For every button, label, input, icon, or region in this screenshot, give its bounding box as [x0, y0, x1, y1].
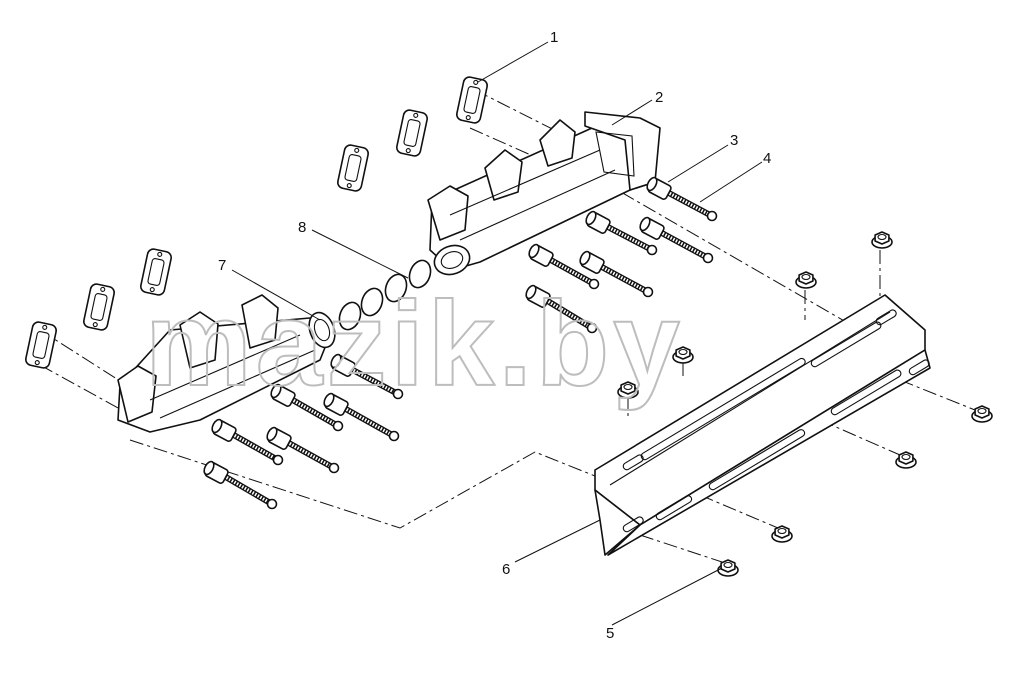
flange-screw-set	[617, 231, 993, 577]
flange-screw	[795, 271, 817, 289]
flange-screw	[617, 381, 639, 399]
callout-1: 1	[550, 29, 558, 46]
spacer-bolt-pair	[270, 383, 344, 432]
bolt	[230, 431, 284, 466]
gasket	[25, 321, 57, 369]
sealing-ring	[408, 259, 432, 289]
bolt	[342, 405, 400, 442]
callout-labels: 1 2 3 4 5 6 7 8	[218, 29, 771, 642]
gasket	[140, 248, 172, 296]
gasket	[456, 76, 488, 124]
bolt	[547, 256, 600, 290]
spacer-bolt-pair	[203, 460, 278, 510]
gasket	[337, 144, 369, 192]
flange-screw	[672, 346, 694, 364]
callout-3: 3	[730, 132, 738, 149]
spacer-sleeve	[266, 426, 292, 450]
spacer-bolt-pair	[639, 216, 714, 264]
sealing-rings	[338, 259, 432, 331]
callout-5: 5	[606, 625, 614, 642]
spacer-bolt-pair	[585, 210, 658, 256]
bolt	[598, 263, 654, 298]
bolt	[222, 473, 278, 510]
bolt	[544, 297, 598, 334]
rear-exhaust-manifold	[427, 111, 661, 276]
callout-8: 8	[298, 219, 306, 236]
spacer-sleeve	[330, 353, 356, 377]
spacer-bolt-pair	[525, 284, 598, 334]
bolt	[604, 223, 658, 256]
callout-2: 2	[655, 89, 663, 106]
flange-screw	[871, 231, 893, 249]
spacer-bolt-pair	[579, 250, 654, 298]
spacer-sleeve	[211, 418, 237, 442]
bolt	[665, 189, 718, 222]
sealing-ring	[360, 287, 384, 317]
callout-leaders	[231, 41, 763, 626]
spacer-sleeve	[525, 284, 551, 308]
spacer-bolt-pair	[323, 392, 400, 442]
gasket-group-front	[25, 248, 172, 369]
spacer-bolt-pair	[266, 426, 340, 474]
spacer-sleeve	[323, 392, 349, 416]
spacer-sleeve	[203, 460, 229, 484]
bracket-slots	[622, 309, 930, 533]
gasket	[83, 283, 115, 331]
flange-screw	[971, 405, 993, 423]
spacer-sleeve	[528, 243, 554, 267]
bolt	[658, 229, 714, 264]
gasket-group-rear	[337, 76, 488, 192]
bolt	[349, 366, 404, 400]
flange-screw	[771, 525, 793, 543]
spacer-bolt-pair	[330, 353, 404, 400]
gasket	[396, 109, 428, 157]
bolt	[289, 396, 344, 432]
spacer-bolt-pair	[646, 176, 718, 222]
watermark-text: mazik.by	[145, 277, 684, 411]
spacer-sleeve	[270, 383, 296, 407]
spacer-sleeve	[639, 216, 665, 240]
spacer-bolt-pair	[211, 418, 284, 466]
callout-7: 7	[218, 257, 226, 274]
sealing-ring	[338, 301, 362, 331]
callout-6: 6	[502, 561, 510, 578]
spacer-sleeve	[585, 210, 611, 234]
callout-4: 4	[763, 150, 771, 167]
heat-shield-bracket	[594, 294, 931, 556]
bolt	[285, 439, 340, 474]
spacer-bolt-pair	[528, 243, 600, 290]
flange-screw	[895, 451, 917, 469]
spacer-sleeve	[646, 176, 672, 200]
front-exhaust-manifold	[117, 294, 336, 433]
spacer-and-bolt-set	[203, 176, 718, 510]
spacer-sleeve	[579, 250, 605, 274]
